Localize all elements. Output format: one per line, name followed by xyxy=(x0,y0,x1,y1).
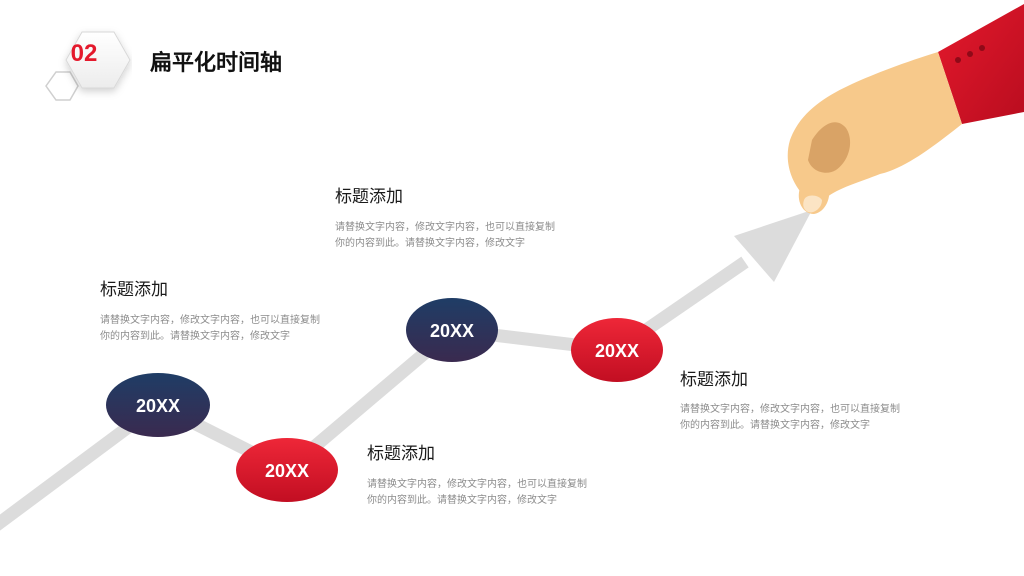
milestone-year-1: 20XX xyxy=(135,396,181,416)
item-desc-line: 请替换文字内容，修改文字内容，也可以直接复制 xyxy=(367,479,587,490)
milestone-year-2: 20XX xyxy=(264,461,310,481)
item-desc-line: 你的内容到此。请替换文字内容，修改文字 xyxy=(680,420,870,431)
milestone-oval-1 xyxy=(106,373,210,437)
item-desc-line: 你的内容到此。请替换文字内容，修改文字 xyxy=(100,331,290,342)
milestone-year-3: 20XX xyxy=(429,321,475,341)
item-desc-1: 请替换文字内容，修改文字内容，也可以直接复制 你的内容到此。请替换文字内容，修改… xyxy=(100,313,350,345)
item-desc-4: 请替换文字内容，修改文字内容，也可以直接复制 你的内容到此。请替换文字内容，修改… xyxy=(680,402,930,434)
item-desc-3: 请替换文字内容，修改文字内容，也可以直接复制 你的内容到此。请替换文字内容，修改… xyxy=(367,477,617,509)
item-title-2: 标题添加 xyxy=(335,187,403,207)
arrow-icon xyxy=(734,210,812,282)
milestone-oval-4 xyxy=(571,318,663,382)
item-desc-line: 你的内容到此。请替换文字内容，修改文字 xyxy=(367,495,557,506)
hand-icon xyxy=(787,4,1024,214)
item-title-3: 标题添加 xyxy=(367,444,435,464)
milestone-year-4: 20XX xyxy=(594,341,640,361)
milestone-oval-2 xyxy=(236,438,338,502)
item-title-4: 标题添加 xyxy=(680,370,748,390)
item-desc-line: 请替换文字内容，修改文字内容，也可以直接复制 xyxy=(100,315,320,326)
item-desc-line: 你的内容到此。请替换文字内容，修改文字 xyxy=(335,238,525,249)
item-desc-2: 请替换文字内容，修改文字内容，也可以直接复制 你的内容到此。请替换文字内容，修改… xyxy=(335,220,585,252)
hexagon-badge-icon xyxy=(45,31,131,101)
item-desc-line: 请替换文字内容，修改文字内容，也可以直接复制 xyxy=(680,404,900,415)
section-number: 02 xyxy=(70,40,98,67)
milestone-oval-3 xyxy=(406,298,498,362)
item-desc-line: 请替换文字内容，修改文字内容，也可以直接复制 xyxy=(335,222,555,233)
page-title: 扁平化时间轴 xyxy=(150,51,283,76)
item-title-1: 标题添加 xyxy=(100,280,168,300)
